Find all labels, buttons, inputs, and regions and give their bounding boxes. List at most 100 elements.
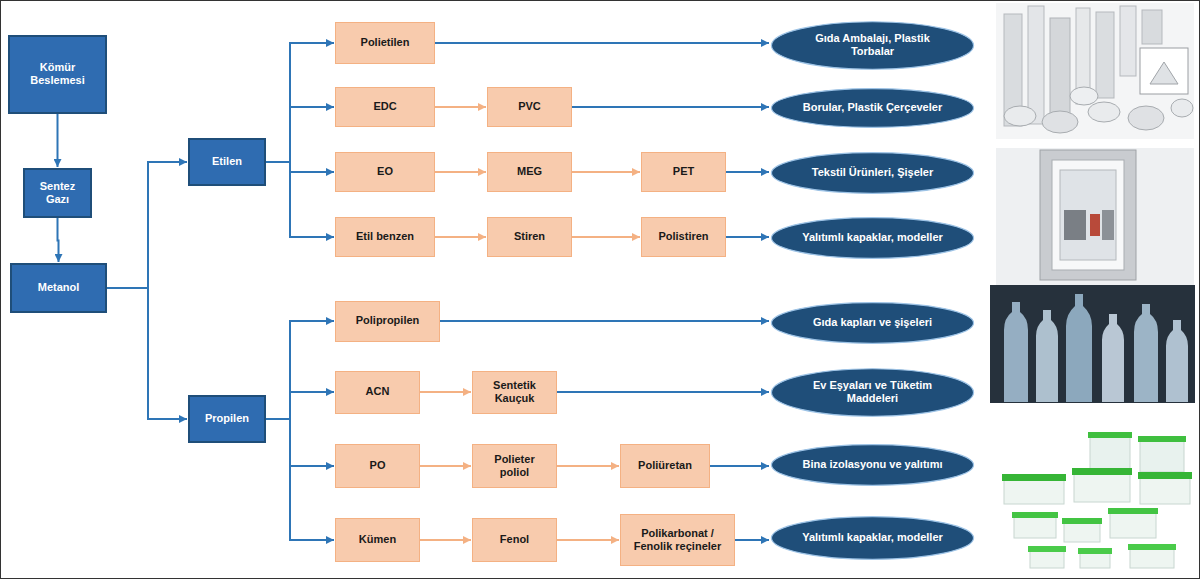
node-label: Borular, Plastik Çerçeveler [803, 101, 942, 114]
flow-arrow [266, 43, 334, 162]
node-label: Stiren [514, 230, 545, 243]
node-label: Poliüretan [638, 459, 692, 472]
flow-arrow [266, 107, 334, 162]
process-box: Polieter poliol [472, 444, 557, 488]
flow-arrow [557, 465, 619, 467]
flow-arrow [266, 419, 334, 466]
node-label: Polietilen [361, 36, 410, 49]
node-label: Polipropilen [356, 314, 420, 327]
product-oval: Bina izolasyonu ve yalıtımı [770, 444, 975, 486]
window-frame-photo [996, 148, 1194, 285]
flow-arrow [107, 162, 187, 288]
node-label: EDC [373, 100, 396, 113]
process-box: Kümen [335, 518, 420, 562]
flow-arrow [420, 539, 471, 541]
process-box: ACN [335, 371, 420, 414]
flow-arrow [440, 320, 769, 322]
flow-arrow [557, 539, 619, 541]
node-label: ACN [366, 385, 390, 398]
process-box: MEG [487, 152, 572, 192]
oval-outline [771, 445, 973, 486]
source-box: Etilen [188, 138, 266, 186]
node-label: Sentez Gazı [31, 180, 84, 206]
node-label: PET [673, 165, 694, 178]
process-box: Stiren [487, 217, 572, 257]
product-oval: Ev Eşyaları ve Tüketim Maddeleri [770, 368, 975, 417]
bottles-photo [990, 285, 1195, 403]
node-label: MEG [517, 165, 542, 178]
flow-arrow [726, 171, 769, 173]
process-box: Polikarbonat / Fenolik reçineler [620, 514, 735, 566]
flow-arrow [266, 162, 334, 237]
node-label: Propilen [205, 412, 249, 425]
product-oval: Gıda kapları ve şişeleri [770, 302, 975, 344]
flow-arrow [435, 106, 486, 108]
flow-arrow [572, 236, 640, 238]
flow-arrow [420, 465, 471, 467]
oval-outline [771, 303, 973, 344]
node-label: Polistiren [658, 230, 708, 243]
node-label: Tekstil Ürünleri, Şişeler [812, 166, 933, 179]
node-label: Etilen [212, 155, 242, 168]
node-label: Kömür Beslemesi [16, 61, 99, 87]
source-box: Kömür Beslemesi [8, 35, 107, 114]
node-label: Metanol [38, 281, 80, 294]
process-box: Fenol [472, 518, 557, 562]
product-oval: Tekstil Ürünleri, Şişeler [770, 152, 975, 194]
flow-arrow [266, 321, 334, 419]
process-box: EO [335, 152, 435, 192]
process-box: PET [641, 152, 726, 192]
process-box: EDC [335, 87, 435, 127]
process-box: PO [335, 444, 420, 488]
node-label: PVC [518, 100, 541, 113]
node-label: Ev Eşyaları ve Tüketim Maddeleri [802, 379, 943, 405]
flow-arrow [726, 236, 769, 238]
node-label: Bina izolasyonu ve yalıtımı [803, 458, 943, 471]
flow-arrow [435, 236, 486, 238]
flow-arrow [420, 391, 471, 393]
oval-outline [771, 517, 973, 560]
pipes-photo [996, 3, 1194, 139]
product-oval: Gıda Ambalajı, Plastik Torbalar [770, 21, 975, 70]
oval-outline [771, 21, 973, 69]
process-box: Polistiren [641, 217, 726, 257]
source-box: Sentez Gazı [23, 168, 92, 218]
flow-arrow [435, 42, 769, 44]
flow-arrow [266, 419, 334, 540]
node-label: Polieter poliol [479, 453, 550, 479]
node-label: Gıda Ambalajı, Plastik Torbalar [802, 32, 943, 58]
source-box: Propilen [188, 395, 266, 443]
flow-arrow [107, 288, 187, 419]
process-box: PVC [487, 87, 572, 127]
node-label: EO [377, 165, 393, 178]
process-box: Sentetik Kauçuk [472, 371, 557, 414]
process-box: Polietilen [335, 22, 435, 64]
process-box: Poliüretan [620, 444, 710, 488]
product-oval: Yalıtımlı kapaklar, modeller [770, 217, 975, 259]
flow-arrow [572, 106, 769, 108]
node-label: Sentetik Kauçuk [479, 379, 550, 405]
process-box: Etil benzen [335, 217, 435, 257]
node-label: Etil benzen [356, 230, 414, 243]
oval-outline [771, 218, 973, 259]
flow-arrow [735, 539, 769, 541]
node-label: Yalıtımlı kapaklar, modeller [802, 231, 943, 244]
flow-arrow [266, 392, 334, 419]
node-label: Yalıtımlı kapaklar, modeller [802, 531, 943, 544]
flow-arrow [557, 391, 769, 393]
product-oval: Yalıtımlı kapaklar, modeller [770, 516, 975, 560]
node-label: Fenol [500, 533, 529, 546]
oval-outline [771, 153, 973, 194]
oval-outline [771, 89, 973, 128]
flow-arrow [266, 162, 334, 172]
flow-arrow [710, 465, 769, 467]
flow-arrow [57, 114, 59, 168]
oval-outline [771, 368, 973, 416]
containers-photo [996, 430, 1194, 575]
node-label: Kümen [359, 533, 396, 546]
